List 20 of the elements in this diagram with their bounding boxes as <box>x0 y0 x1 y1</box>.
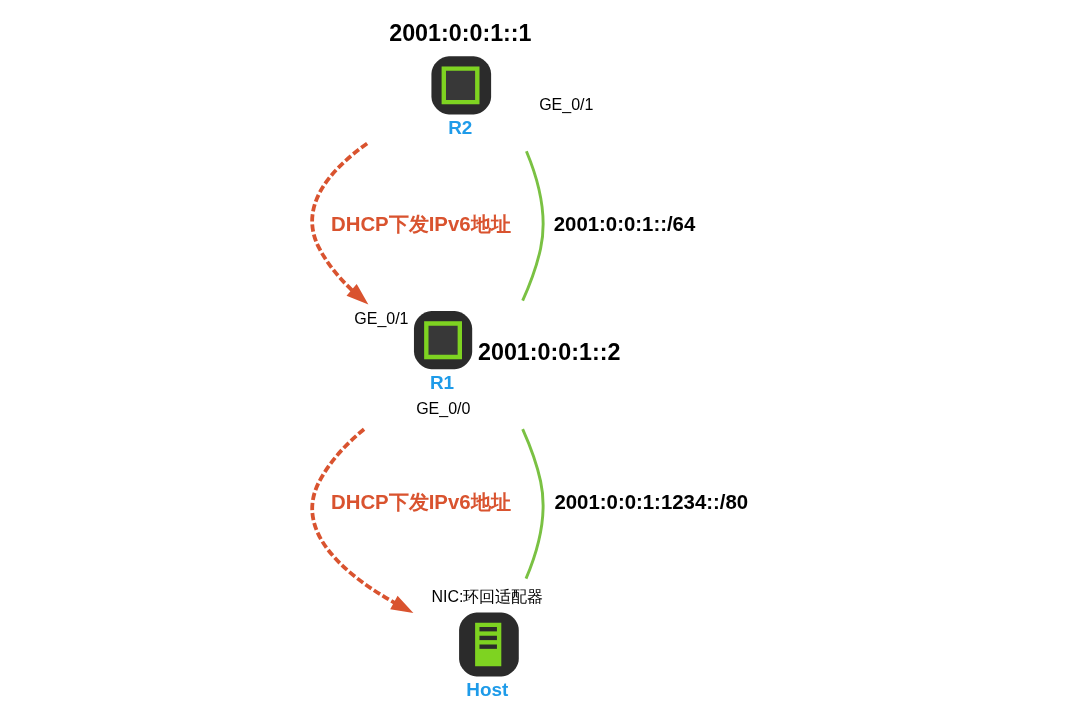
node-label: GE_0/1 <box>539 95 594 113</box>
edge-label: 2001:0:0:1::/64 <box>553 212 696 235</box>
edge-label: 2001:0:0:1:1234::/80 <box>554 490 749 513</box>
connector <box>521 150 545 302</box>
edge-label: DHCP下发IPv6地址 <box>330 490 511 513</box>
node-label: NIC:环回适配器 <box>431 587 544 605</box>
node-label: R2 <box>448 117 473 139</box>
node-label: R1 <box>429 371 455 393</box>
node-label: 2001:0:0:1::1 <box>389 20 532 47</box>
node-label: GE_0/1 <box>354 309 409 327</box>
node-label: Host <box>466 679 509 701</box>
edge-label: DHCP下发IPv6地址 <box>330 212 511 235</box>
connector <box>521 428 545 580</box>
node-box <box>459 612 519 677</box>
arrow <box>310 427 414 614</box>
node-box <box>413 311 473 370</box>
node-box <box>431 56 492 115</box>
arrow <box>310 141 369 305</box>
node-label: GE_0/0 <box>416 400 471 418</box>
node-label: 2001:0:0:1::2 <box>478 339 621 366</box>
